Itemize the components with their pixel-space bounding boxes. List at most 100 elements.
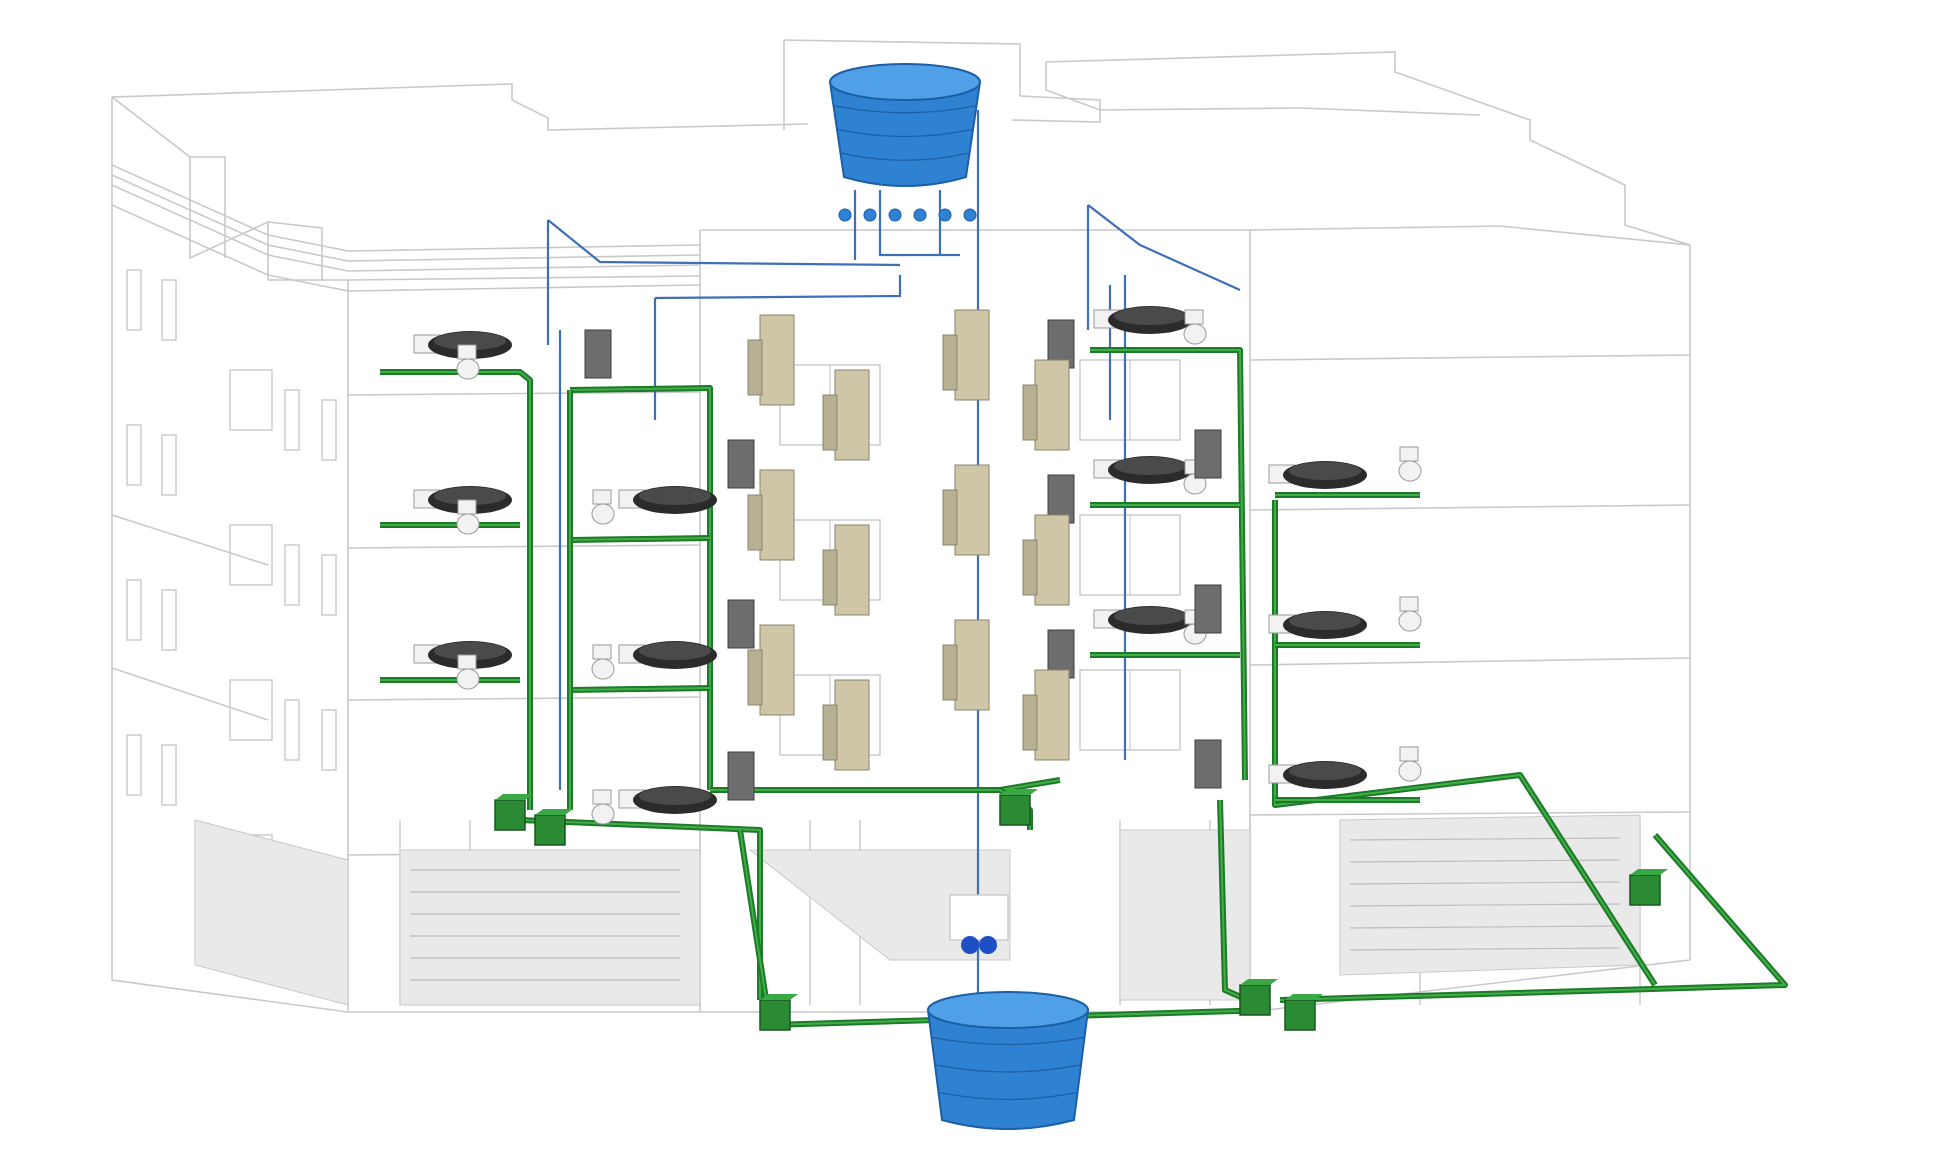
- paving-stripe-b-3: [1349, 903, 1621, 907]
- valve-icon-3: [913, 208, 927, 222]
- floor-line-side-a: [111, 514, 269, 566]
- inspection-box-top-3: [760, 994, 798, 1000]
- inspection-box-top-1: [535, 809, 573, 815]
- drain-stack-b: [569, 385, 713, 790]
- cabinet-body-6: [1034, 359, 1070, 451]
- floor-line-front-3: [347, 696, 701, 701]
- right-roof-inner: [1045, 62, 1481, 116]
- toilet-tank-M0: [592, 489, 612, 505]
- cabinet-icon-2: [747, 624, 795, 716]
- tanks: [828, 63, 1090, 1130]
- sink-basin-rim-L0: [434, 332, 506, 350]
- window-side-2: [229, 679, 273, 741]
- window-left-0-a: [126, 269, 142, 331]
- toilet-tank-L0: [457, 344, 477, 360]
- window-side-0: [229, 369, 273, 431]
- toilet-bowl-L1: [456, 513, 480, 535]
- sink-icon-M1: [618, 641, 717, 669]
- toilet-icon-M0: [591, 489, 615, 525]
- toilet-tank-M2: [592, 789, 612, 805]
- supply-branch-left: [654, 275, 902, 300]
- cabinet-body-10: [834, 524, 870, 616]
- sink-icon-F0: [1268, 461, 1367, 489]
- inspection-box-top-4: [1240, 979, 1278, 985]
- cabinet-icon-7: [1022, 514, 1070, 606]
- toilet-icon-L2: [456, 654, 480, 690]
- sink-icon-R1: [1093, 456, 1192, 484]
- toilet-icon-F0: [1398, 446, 1422, 482]
- cabinet-side-9: [822, 394, 838, 451]
- valve-icon-1: [863, 208, 877, 222]
- water-heater-icon-0: [584, 329, 612, 379]
- window-left-3-b: [161, 744, 177, 806]
- left-roof-front: [347, 275, 701, 281]
- cistern-icon-ring-1: [931, 1036, 1085, 1046]
- floor-line-left-2: [111, 174, 701, 262]
- paving-area-0: [194, 819, 349, 1006]
- inspection-box-top-6: [1630, 869, 1668, 875]
- drain-run-far-right-highlight: [1279, 834, 1788, 1001]
- water-tank-icon-body: [828, 81, 982, 187]
- valve-icon-5: [963, 208, 977, 222]
- sink-basin-rim-F2: [1289, 762, 1361, 780]
- cistern-icon: [926, 991, 1090, 1130]
- inspection-box-icon-0: [494, 799, 526, 831]
- cabinet-side-5: [942, 644, 958, 701]
- roof-edge-right: [1045, 51, 1691, 960]
- inspection-box-icon-6: [1629, 874, 1661, 906]
- drain-stack-c: [1090, 347, 1248, 781]
- toilet-bowl-L2: [456, 668, 480, 690]
- sink-icon-L1: [413, 486, 512, 514]
- left-block-parapet-2: [267, 221, 323, 280]
- window-left-1-b: [161, 434, 177, 496]
- left-block-parapet: [190, 156, 226, 258]
- water-tank-icon-lid: [829, 63, 981, 101]
- inspection-box-top-5: [1285, 994, 1323, 1000]
- cabinet-body-7: [1034, 514, 1070, 606]
- cabinet-side-11: [822, 704, 838, 761]
- center-tower: [783, 39, 1101, 123]
- window-left-3-a: [126, 734, 142, 796]
- left-block-step: [111, 96, 269, 280]
- cabinet-body-8: [1034, 669, 1070, 761]
- cabinet-icon-11: [822, 679, 870, 771]
- window-left-2-a: [126, 579, 142, 641]
- sink-icon-R0: [1093, 306, 1192, 334]
- cabinet-side-6: [1022, 384, 1038, 441]
- window-left-0-b: [161, 279, 177, 341]
- cabinet-icon-6: [1022, 359, 1070, 451]
- cabinet-side-10: [822, 549, 838, 606]
- cabinet-body-1: [759, 469, 795, 561]
- pump-icon: [961, 936, 979, 954]
- cabinet-body-0: [759, 314, 795, 406]
- cistern-icon-ring-2: [935, 1064, 1081, 1073]
- toilet-icon-M2: [591, 789, 615, 825]
- window-side-2-c: [321, 709, 337, 771]
- supply-main-right: [1087, 204, 1241, 292]
- water-tank-icon-ring-1: [833, 105, 977, 114]
- toilet-icon-L1: [456, 499, 480, 535]
- water-heater-icon-2: [727, 599, 755, 649]
- window-side-0-c: [321, 399, 337, 461]
- toilet-tank-F0: [1399, 446, 1419, 462]
- sink-basin-rim-L1: [434, 487, 506, 505]
- cabinet-side-1: [747, 494, 763, 551]
- cabinet-side-3: [942, 334, 958, 391]
- drain-stack-a-highlight: [380, 371, 531, 810]
- sink-icon-R2: [1093, 606, 1192, 634]
- toilet-bowl-F2: [1398, 760, 1422, 782]
- water-heater-icon-9: [1194, 739, 1222, 789]
- right-floor-4: [1249, 811, 1691, 816]
- right-roof-front: [1249, 225, 1691, 246]
- sink-basin-rim-M1: [639, 642, 711, 660]
- water-heater-icon-7: [1194, 429, 1222, 479]
- floor-line-left-3: [111, 164, 701, 252]
- valve-icon-2: [888, 208, 902, 222]
- inspection-box-icon-2: [999, 794, 1031, 826]
- valve-icon-0: [838, 208, 852, 222]
- sink-icon-F1: [1268, 611, 1367, 639]
- cistern-icon-lid: [927, 991, 1089, 1029]
- paving-stripe-b-0: [1349, 837, 1621, 841]
- floor-line-front-2: [347, 544, 701, 549]
- pump-housing: [949, 894, 1009, 941]
